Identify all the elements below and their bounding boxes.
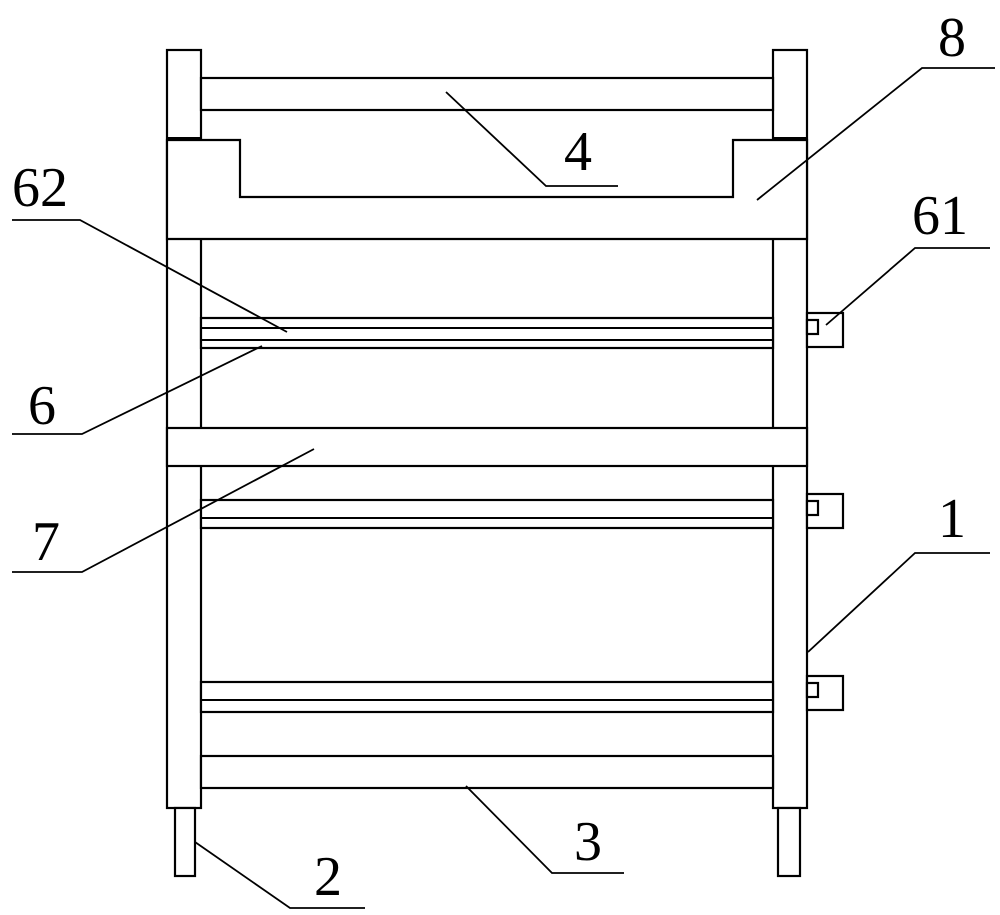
label-1: 1 [938,488,966,550]
label-8: 8 [938,7,966,69]
middle-beam [165,426,809,468]
label-61: 61 [912,185,968,247]
leader-8 [756,67,995,201]
shelf-rail-lower [199,680,775,714]
leader-2 [194,841,365,909]
label-62: 62 [12,157,68,219]
shelf-clip-upper [805,311,845,349]
shelf-rail-middle [199,498,775,530]
leader-6 [12,345,263,435]
shelf-rail-upper [199,316,775,350]
left-foot [173,806,197,878]
label-4: 4 [564,121,592,183]
top-crossbar [199,76,775,112]
leader-62 [12,219,288,333]
leader-3 [465,785,624,874]
bottom-crossbar [199,754,775,790]
leader-7 [12,448,315,573]
label-6: 6 [28,375,56,437]
shelf-clip-lower [805,674,845,712]
label-3: 3 [574,811,602,873]
right-foot [776,806,802,878]
label-7: 7 [32,511,60,573]
leader-1 [807,552,990,653]
leader-61 [825,247,990,326]
leader-4 [445,91,618,187]
shelf-clip-middle [805,492,845,530]
label-2: 2 [314,846,342,908]
leader-lines [12,67,995,909]
top-beam [165,138,809,241]
